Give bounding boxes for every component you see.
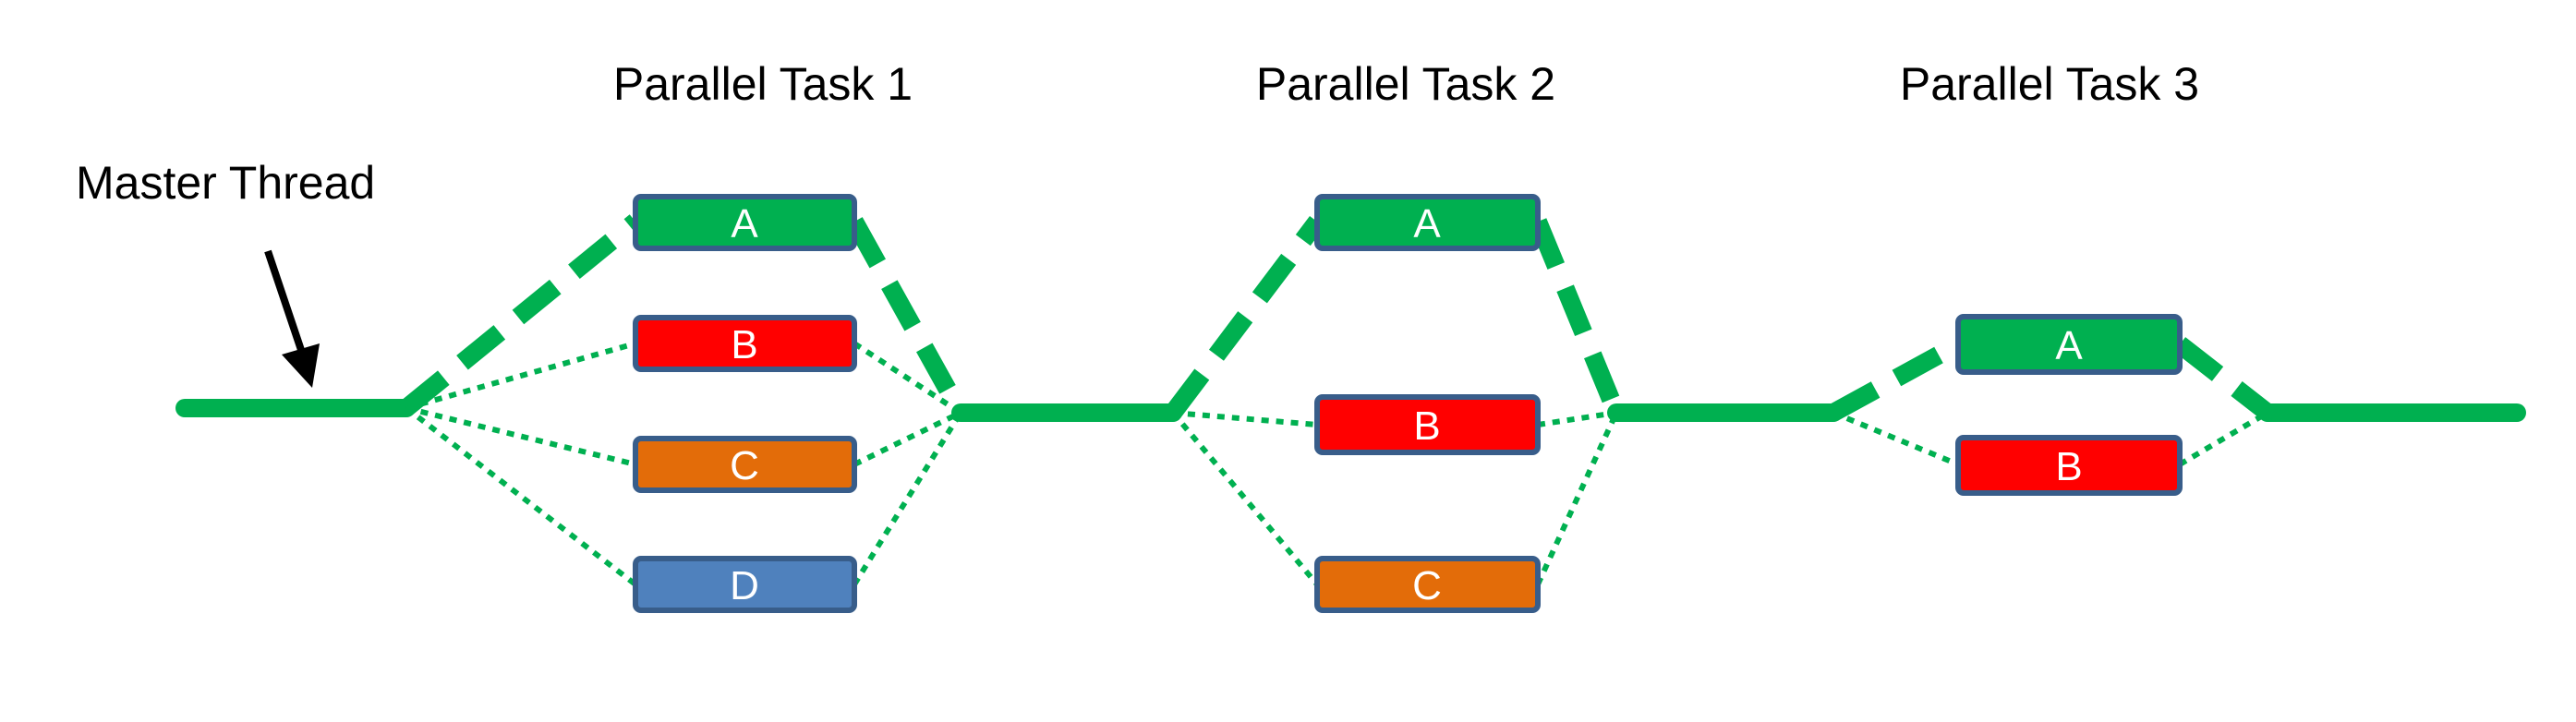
task-1-box-a: A [633, 194, 857, 251]
task-3-group: A B [1955, 314, 2183, 496]
t3-fork-to-a [1829, 336, 1963, 421]
task-2-box-a-label: A [1413, 201, 1441, 247]
task-2-box-b-label: B [1413, 403, 1440, 449]
t2-fork-to-b [1172, 410, 1318, 427]
master-thread-arrow-icon [264, 249, 320, 388]
task-1-group: A B C D [633, 194, 857, 613]
t2-a-to-join [1529, 218, 1626, 416]
t2-c-to-join [1535, 411, 1619, 586]
master-thread-label: Master Thread [76, 157, 375, 209]
master-thread-dashed [400, 214, 2274, 421]
t1-a-to-join [846, 217, 969, 417]
t2-fork-to-a [1166, 215, 1324, 419]
t1-fork-to-c [405, 405, 636, 467]
t3-fork-to-b [1832, 410, 1960, 467]
task-1-box-c: C [633, 436, 857, 493]
task-2-box-c-label: C [1412, 563, 1442, 608]
master-thread-line [175, 399, 2526, 422]
task-3-box-a: A [1955, 314, 2183, 375]
task-1-box-b: B [633, 315, 857, 372]
task-1-box-b-label: B [731, 322, 757, 367]
t1-c-to-join [853, 410, 962, 467]
t2-fork-to-c [1170, 411, 1320, 586]
t2-b-to-join [1537, 410, 1617, 427]
t1-fork-to-a [400, 214, 642, 415]
task-1-box-d: D [633, 556, 857, 613]
parallel-task-1-heading: Parallel Task 1 [613, 58, 913, 110]
task-3-box-b-label: B [2055, 444, 2082, 489]
worker-thread-dotted [405, 341, 2269, 587]
t1-fork-to-d [405, 405, 637, 587]
parallel-task-2-heading: Parallel Task 2 [1256, 58, 1555, 110]
t1-d-to-join [852, 411, 963, 586]
task-2-box-a: A [1314, 194, 1541, 251]
t3-b-to-join [2178, 410, 2269, 467]
task-2-box-b: B [1314, 394, 1541, 455]
task-1-box-a-label: A [731, 201, 758, 247]
parallel-task-3-heading: Parallel Task 3 [1900, 58, 2199, 110]
t1-fork-to-b [405, 341, 636, 411]
task-3-box-a-label: A [2055, 323, 2083, 368]
t1-b-to-join [853, 341, 962, 415]
task-3-box-b: B [1955, 435, 2183, 496]
task-2-group: A B C [1314, 194, 1541, 613]
t3-a-to-join [2173, 337, 2274, 420]
task-1-box-c-label: C [730, 443, 759, 488]
task-2-box-c: C [1314, 556, 1541, 613]
task-1-box-d-label: D [730, 563, 759, 608]
